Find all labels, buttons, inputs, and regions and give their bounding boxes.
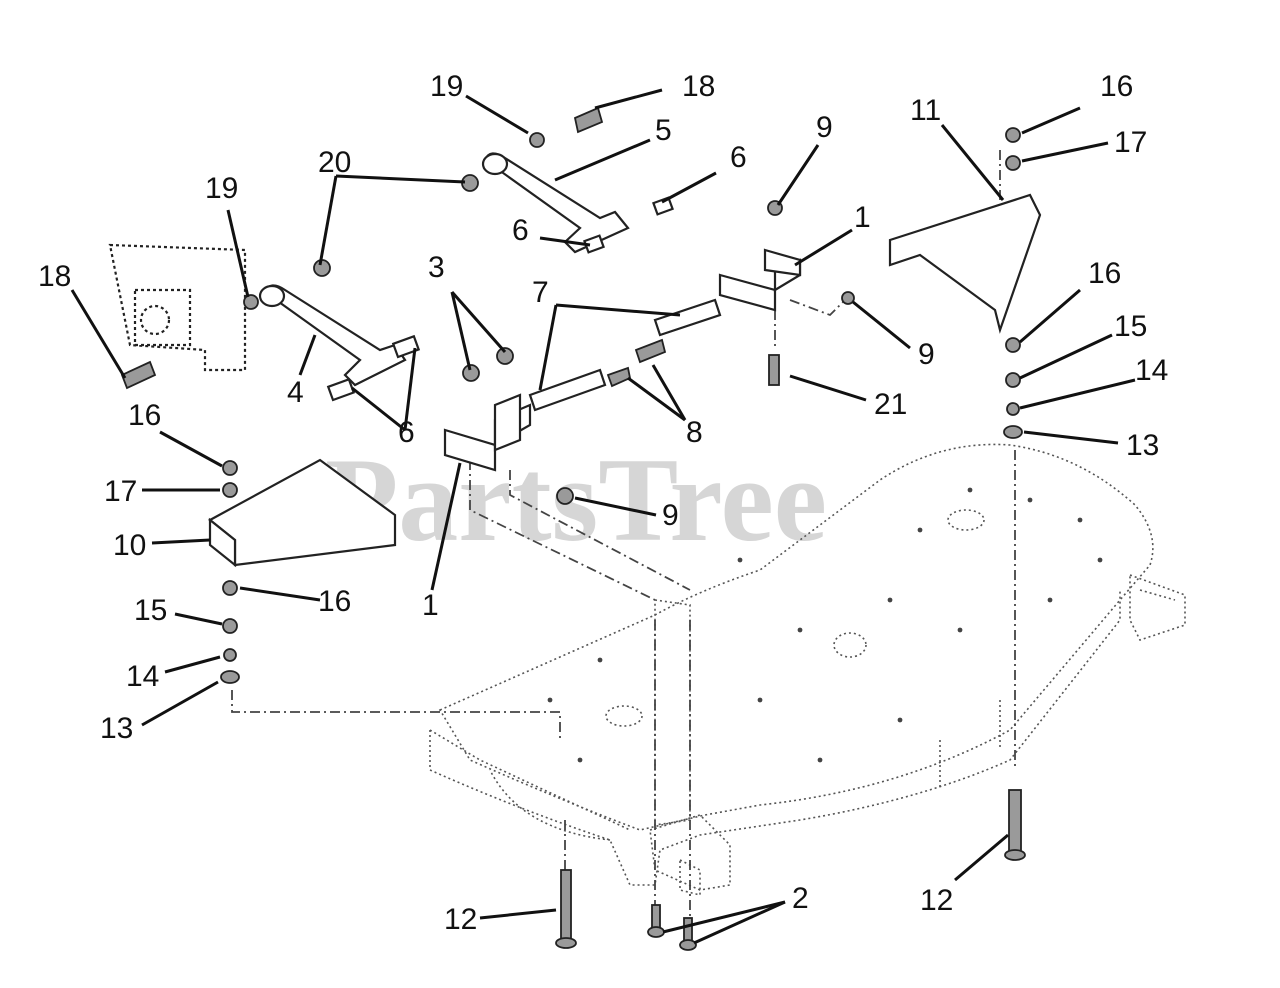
callout-1: 1	[854, 201, 871, 234]
deflector-11	[888, 193, 1042, 334]
callout-8: 8	[686, 416, 703, 449]
leader-lines	[70, 88, 1136, 945]
callout-9: 9	[816, 111, 833, 144]
callout-2: 2	[792, 882, 809, 915]
callout-4: 4	[287, 376, 304, 409]
callout-16: 16	[1088, 257, 1121, 290]
callout-3: 3	[428, 251, 445, 284]
callout-18: 18	[682, 70, 715, 103]
right-bracket-1	[718, 248, 802, 312]
pivot-pins-7	[528, 298, 722, 412]
callout-6: 6	[398, 416, 415, 449]
callout-10: 10	[113, 529, 146, 562]
callout-6: 6	[512, 214, 529, 247]
left-mount-bracket	[108, 243, 247, 372]
callout-16: 16	[128, 399, 161, 432]
callout-16: 16	[318, 585, 351, 618]
callout-19: 19	[430, 70, 463, 103]
callout-14: 14	[1135, 354, 1168, 387]
callout-13: 13	[1126, 429, 1159, 462]
lower-link-arm-4	[258, 284, 421, 402]
callout-9: 9	[918, 338, 935, 371]
assembly-lines	[231, 150, 1016, 940]
callout-20: 20	[318, 146, 351, 179]
hardware	[120, 106, 1026, 951]
callout-18: 18	[38, 260, 71, 293]
callout-17: 17	[104, 475, 137, 508]
callout-17: 17	[1114, 126, 1147, 159]
upper-link-arm-5	[481, 152, 674, 254]
callout-labels: 19 18 5 20 6 6 19 18 4 6 3 7 8 9 1 9 21 …	[38, 70, 1168, 936]
callout-15: 15	[1114, 310, 1147, 343]
callout-13: 13	[100, 712, 133, 745]
callout-5: 5	[655, 114, 672, 147]
callout-6: 6	[730, 141, 747, 174]
callout-7: 7	[532, 276, 549, 309]
callout-1: 1	[422, 589, 439, 622]
callout-15: 15	[134, 594, 167, 627]
callout-14: 14	[126, 660, 159, 693]
center-bracket-1	[443, 393, 532, 472]
callout-9: 9	[662, 499, 679, 532]
callout-21: 21	[874, 388, 907, 421]
deflector-10	[208, 458, 397, 568]
callout-12: 12	[920, 884, 953, 917]
callout-19: 19	[205, 172, 238, 205]
callout-16: 16	[1100, 70, 1133, 103]
callout-11: 11	[910, 94, 941, 127]
callout-12: 12	[444, 903, 477, 936]
